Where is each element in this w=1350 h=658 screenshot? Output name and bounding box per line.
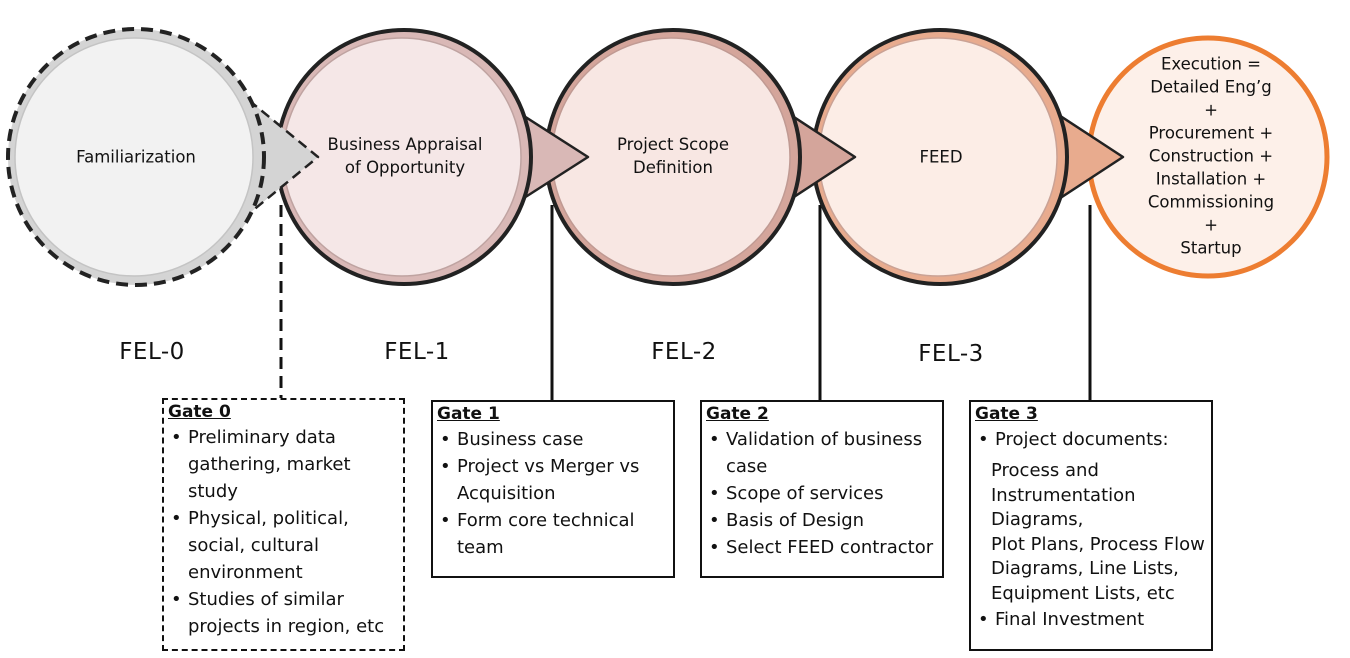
gate2-box: Gate 2 Validation of business case Scope… bbox=[700, 400, 944, 578]
stage-label-fel2: Project Scope Definition bbox=[617, 135, 729, 177]
gate3-item: Project documents: bbox=[975, 426, 1205, 453]
gate1-item: Business case bbox=[437, 426, 667, 453]
gate3-detail: Process and Instrumentation Diagrams, bbox=[991, 460, 1136, 530]
gate0-item: Preliminary data gathering, market study bbox=[168, 424, 397, 505]
gate0-list: Preliminary data gathering, market study… bbox=[168, 424, 397, 640]
gate2-title: Gate 2 bbox=[706, 404, 769, 424]
gate1-item: Form core technical team bbox=[437, 507, 667, 561]
stage-fel3 bbox=[811, 28, 1125, 286]
stage-fel1 bbox=[275, 28, 590, 286]
gate1-box: Gate 1 Business case Project vs Merger v… bbox=[431, 400, 675, 578]
stage-label-fel3: FEED bbox=[919, 147, 963, 167]
phase-label-fel0: FEL-0 bbox=[119, 339, 185, 365]
phase-label-fel1: FEL-1 bbox=[384, 339, 450, 365]
gate0-title: Gate 0 bbox=[168, 402, 231, 422]
gate3-detail: Plot Plans, Process Flow Diagrams, Line … bbox=[991, 533, 1205, 580]
gate3-item: Final Investment bbox=[975, 606, 1205, 633]
gate2-item: Basis of Design bbox=[706, 507, 936, 534]
stage-fel0 bbox=[6, 27, 320, 287]
gate0-box: Gate 0 Preliminary data gathering, marke… bbox=[162, 398, 405, 651]
gate0-item: Physical, political, social, cultural en… bbox=[168, 505, 397, 586]
gate2-item: Select FEED contractor bbox=[706, 534, 936, 561]
gate1-list: Business case Project vs Merger vs Acqui… bbox=[437, 426, 667, 561]
gate3-title: Gate 3 bbox=[975, 404, 1038, 424]
gate2-list: Validation of business case Scope of ser… bbox=[706, 426, 936, 561]
gate2-item: Validation of business case bbox=[706, 426, 936, 480]
gate3-detail: Equipment Lists, etc bbox=[991, 582, 1175, 604]
gate1-title: Gate 1 bbox=[437, 404, 500, 424]
gate2-item: Scope of services bbox=[706, 480, 936, 507]
stage-label-fel1: Business Appraisal of Opportunity bbox=[327, 135, 483, 177]
gate3-box: Gate 3 Project documents: Process and In… bbox=[969, 400, 1213, 651]
gate1-item: Project vs Merger vs Acquisition bbox=[437, 453, 667, 507]
gate0-item: Studies of similar projects in region, e… bbox=[168, 586, 397, 640]
stage-label-execution: Execution = Detailed Eng’g + Procurement… bbox=[1147, 54, 1275, 258]
gate3-list-final: Final Investment bbox=[975, 606, 1205, 633]
gate3-list: Project documents: bbox=[975, 426, 1205, 453]
phase-label-fel3: FEL-3 bbox=[918, 341, 984, 367]
stage-label-fel0: Familiarization bbox=[76, 147, 196, 167]
phase-label-fel2: FEL-2 bbox=[651, 339, 717, 365]
stage-fel2 bbox=[544, 28, 857, 286]
